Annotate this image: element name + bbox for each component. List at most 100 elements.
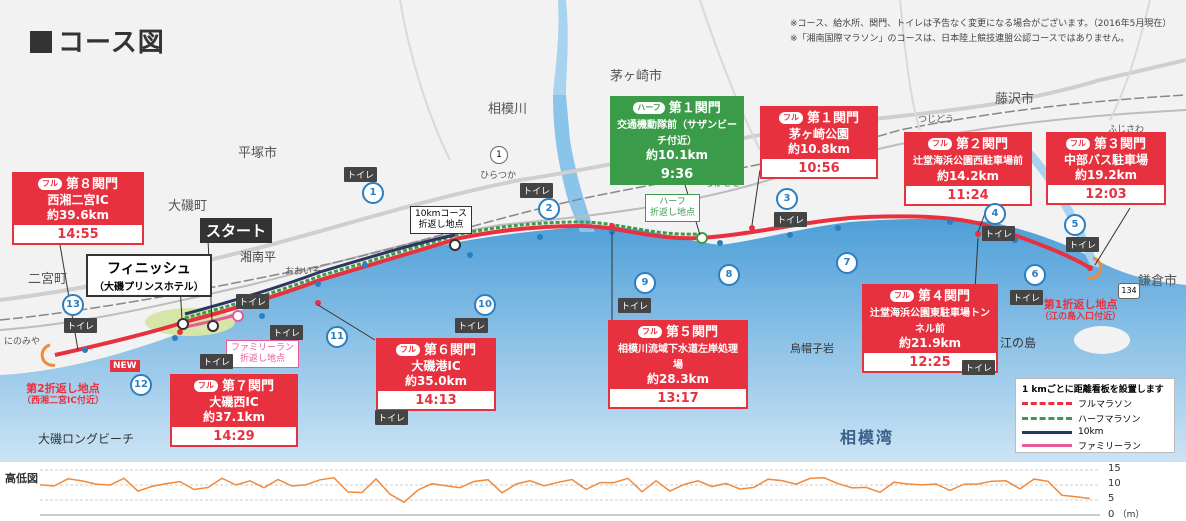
place-fujisawa-city: 藤沢市	[995, 92, 1035, 107]
place-sagami-bay: 相模湾	[840, 428, 895, 447]
legend: 1 kmごとに距離看板を設置します フルマラソン ハーフマラソン 10km ファ…	[1015, 378, 1175, 453]
gate-place: 交通機動隊前（サザンビーチ付近）	[617, 120, 737, 147]
toilet-5-label: トイレ	[1066, 237, 1100, 252]
toilet-11: 11	[326, 326, 348, 348]
note-2: ※「湘南国際マラソン」のコースは、日本陸上競技連盟公認コースではありません。	[790, 34, 1130, 44]
gate-distance: 約37.1km	[202, 410, 266, 425]
toilet-5: 5	[1064, 214, 1086, 236]
turn-half-line2: 折返し地点	[650, 207, 696, 218]
toilet-finish-label: トイレ	[200, 354, 234, 369]
gate-time: 12:03	[1048, 185, 1164, 204]
place-hiratsuka-city: 平塚市	[238, 146, 278, 161]
place-sagami-river: 相模川	[488, 102, 528, 117]
gate-distance: 約21.9km	[898, 336, 962, 351]
toilet-13-label: トイレ	[64, 318, 98, 333]
checkpoint-full-4: フル第４関門辻堂海浜公園東駐車場トンネル前約21.9km 12:25	[862, 284, 998, 374]
toilet-1: 1	[362, 182, 384, 204]
toilet-4: 4	[984, 203, 1006, 225]
turn-10km-line2: 折返し地点	[418, 219, 464, 230]
legend-family-label: ファミリーラン	[1078, 442, 1142, 452]
tag-half: ハーフ	[633, 102, 665, 114]
checkpoint-full-3: フル第３関門中部バス駐車場約19.2km 12:03	[1046, 132, 1166, 206]
legend-half-label: ハーフマラソン	[1078, 415, 1141, 425]
toilet-10-label: トイレ	[455, 318, 489, 333]
toilet-shonandaira-label: トイレ	[236, 294, 270, 309]
start-label: スタート	[200, 218, 273, 243]
page-title: コース図	[30, 22, 165, 59]
legend-half: ハーフマラソン	[1022, 412, 1168, 425]
station-hiratsuka: ひらつか	[480, 171, 517, 181]
toilet-2-label: トイレ	[520, 183, 554, 198]
elev-tick-0: 0 （m）	[1108, 507, 1144, 520]
place-enoshima: 江の島	[1000, 336, 1037, 350]
turn-family-line1: ファミリーラン	[231, 343, 295, 353]
toilet-4-label: トイレ	[982, 226, 1016, 241]
gate-distance: 約39.6km	[46, 208, 110, 223]
gate-place: 辻堂海浜公園東駐車場トンネル前	[870, 308, 990, 335]
elevation-label: 高低図	[5, 472, 38, 485]
tag-full: フル	[395, 344, 420, 356]
tag-full: フル	[637, 326, 662, 338]
elevation-line	[39, 477, 1091, 504]
gate-place: 西湘二宮IC	[47, 193, 109, 208]
toilet-7: 7	[836, 252, 858, 274]
checkpoint-full-2: フル第２関門辻堂海浜公園西駐車場前約14.2km 11:24	[904, 132, 1032, 206]
gate-distance: 約19.2km	[1074, 168, 1138, 183]
title-square-icon	[30, 31, 52, 53]
legend-10km-label: 10km	[1078, 427, 1104, 437]
turn-second-line1: 第2折返し地点	[26, 382, 100, 395]
toilet-9-label: トイレ	[618, 298, 652, 313]
gate-label: 第２関門	[955, 137, 1008, 152]
turn-family-line2: 折返し地点	[240, 353, 286, 364]
place-ninomiya-town: 二宮町	[28, 272, 68, 287]
toilet-13: 13	[62, 294, 84, 316]
toilet-6: 6	[1024, 264, 1046, 286]
gate-label: 第６関門	[423, 343, 476, 358]
gate-distance: 約28.3km	[646, 372, 710, 387]
turn-second-line2: （西湘二宮IC付近）	[22, 395, 104, 406]
place-kamakura-city: 鎌倉市	[1138, 274, 1178, 289]
station-ninomiya: にのみや	[4, 337, 41, 347]
turn-first-line1: 第1折返し地点	[1043, 298, 1118, 311]
title-text: コース図	[58, 28, 165, 58]
checkpoint-full-5: フル第５関門相模川流域下水道左岸処理場約28.3km 13:17	[608, 320, 748, 410]
toilet-3: 3	[776, 188, 798, 210]
gate-label: 第５関門	[665, 325, 718, 340]
elevation-panel	[0, 462, 1186, 521]
legend-10km: 10km	[1022, 427, 1168, 437]
tag-full: フル	[927, 138, 952, 150]
legend-full-label: フルマラソン	[1078, 400, 1133, 410]
legend-full: フルマラソン	[1022, 397, 1168, 410]
legend-family: ファミリーラン	[1022, 439, 1168, 452]
turn-10km: 10kmコース折返し地点	[410, 206, 472, 234]
turn-second: 第2折返し地点（西湘二宮IC付近）	[22, 382, 104, 407]
gate-distance: 約10.8km	[787, 142, 851, 157]
toilet-oiso-port-label: トイレ	[375, 410, 409, 425]
tag-full: フル	[1065, 138, 1090, 150]
toilet-enoshima-label: トイレ	[962, 360, 996, 375]
elev-tick-15: 15	[1108, 463, 1121, 474]
gate-distance: 約35.0km	[404, 374, 468, 389]
gate-distance: 約14.2km	[936, 168, 1000, 183]
turn-half: ハーフ折返し地点	[645, 194, 701, 222]
new-badge: NEW	[110, 360, 140, 372]
note-1: ※コース、給水所、関門、トイレは予告なく変更になる場合がございます。（2016年…	[790, 19, 1172, 29]
route-134-sign: 134	[1118, 283, 1140, 299]
finish-subtitle: （大磯プリンスホテル）	[94, 282, 204, 293]
gate-place: 大磯港IC	[411, 359, 461, 374]
gate-label: 第１関門	[668, 101, 721, 116]
place-oiso-long-beach: 大磯ロングビーチ	[38, 432, 135, 446]
gate-distance: 約10.1km	[645, 148, 709, 163]
gate-place: 相模川流域下水道左岸処理場	[618, 344, 738, 371]
turn-first: 第1折返し地点（江の島入口付近）	[1040, 298, 1121, 323]
gate-time: 10:56	[762, 159, 876, 178]
gate-label: 第８関門	[65, 177, 118, 192]
toilet-11-label: トイレ	[270, 325, 304, 340]
checkpoint-full-1: フル第１関門茅ヶ崎公園約10.8km 10:56	[760, 106, 878, 180]
station-oiso: おおいそ	[285, 267, 322, 277]
station-tsujido: つじどう	[918, 115, 955, 125]
gate-time: 11:24	[906, 185, 1030, 204]
